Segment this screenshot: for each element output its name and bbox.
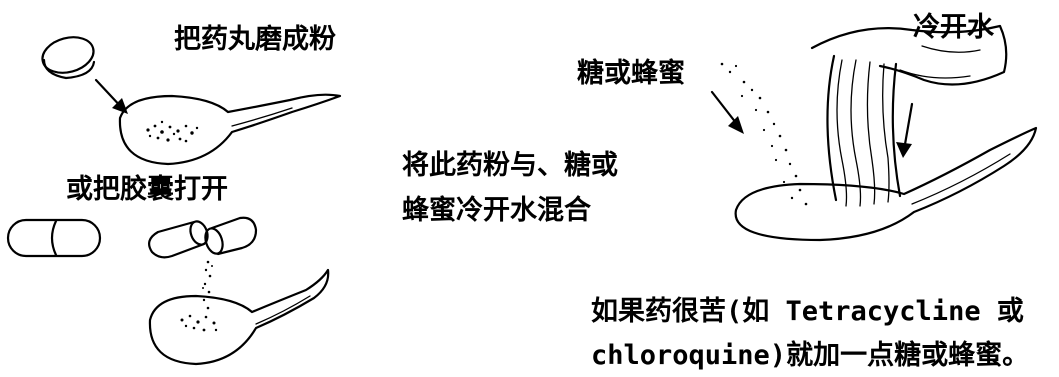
sugar-honey-label: 糖或蜂蜜 — [577, 58, 685, 89]
pill-icon — [41, 36, 96, 80]
sugar-stream — [720, 62, 808, 206]
powder-pile — [180, 314, 218, 332]
arrow-icon — [710, 90, 744, 134]
spoon-icon — [118, 93, 342, 166]
mix-instruction-line-1: 将此药粉与、糖或 — [402, 150, 618, 181]
open-capsule-right — [204, 216, 258, 256]
arrow-icon — [896, 102, 914, 158]
mix-instruction-line-2: 蜂蜜冷开水混合 — [402, 195, 591, 226]
spoon-icon — [734, 126, 1038, 242]
hand-icon — [810, 24, 1008, 86]
cold-water-label: 冷开水 — [913, 12, 994, 43]
open-capsule-label: 或把胶囊打开 — [66, 174, 228, 205]
bitter-note-line-1: 如果药很苦(如 Tetracycline 或 — [591, 296, 1024, 327]
spoon-icon — [148, 268, 330, 366]
arrow-icon — [94, 78, 128, 114]
falling-powder — [202, 260, 213, 310]
powder-pile — [146, 120, 199, 143]
capsule-icon — [6, 218, 102, 258]
open-capsule-left — [147, 220, 209, 259]
bitter-note-line-2: chloroquine)就加一点糖或蜂蜜。 — [591, 340, 1030, 371]
grind-pill-label: 把药丸磨成粉 — [174, 24, 336, 55]
water-stream-icon — [826, 54, 902, 207]
